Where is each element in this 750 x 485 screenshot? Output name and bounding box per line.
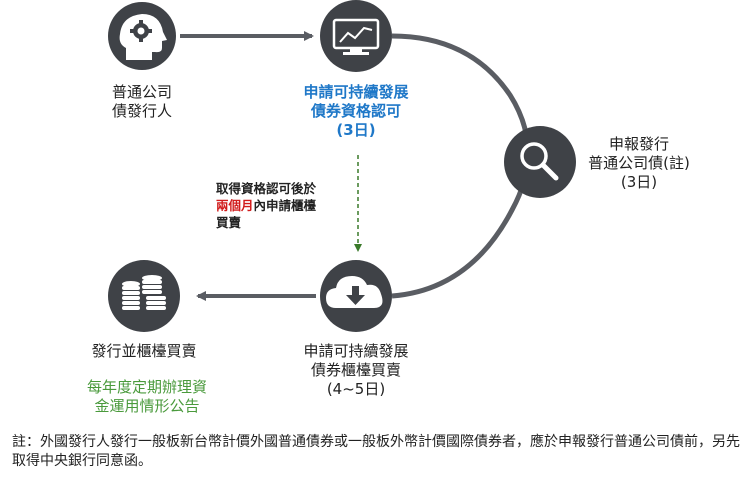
magnifier-icon (504, 126, 576, 198)
condition-text: 取得資格認可後於 兩個月內申請櫃檯 買賣 (216, 181, 317, 230)
cloud-download-icon (320, 260, 392, 332)
issuer-label: 普通公司 債發行人 (111, 83, 172, 120)
coins-stack-icon (108, 260, 180, 332)
otc-apply-label: 申請可持續發展 債券櫃檯買賣 (4~5日) (303, 342, 409, 398)
otc-trade-label: 發行並櫃檯買賣 (91, 342, 197, 360)
monitor-chart-icon (320, 0, 392, 72)
annual-disclosure-label: 每年度定期辦理資 金運用情形公告 (86, 378, 207, 415)
head-gear-icon (108, 2, 176, 70)
report-label: 申報發行 普通公司債(註) (3日) (588, 135, 690, 191)
footnote: 註：外國發行人發行一般板新台幣計價外國普通債券或一般板外幣計價國際債券者，應於申… (12, 434, 740, 469)
qualification-label: 申請可持續發展 債券資格認可 (3日) (303, 83, 409, 139)
condition-highlight: 兩個月 (216, 198, 254, 213)
